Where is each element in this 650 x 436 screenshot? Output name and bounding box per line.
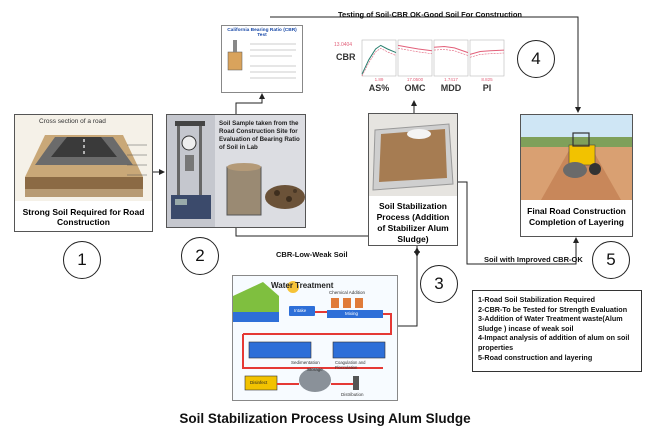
graph-value-4: 8.825 <box>481 77 493 82</box>
label-storage: Storage <box>307 367 323 372</box>
graph-value-3: 1.7417 <box>444 77 458 82</box>
step-circle-1: 1 <box>63 241 101 279</box>
label-chemical: Chemical Addition <box>329 290 366 295</box>
graph-name-4: PI <box>482 83 492 93</box>
improved-soil-label: Soil with Improved CBR-OK <box>484 255 583 264</box>
label-distribution: Distribution <box>341 392 364 397</box>
graph-bound-1 <box>361 47 397 77</box>
stabilization-caption: Soil Stabilization Process (Addition of … <box>376 201 450 244</box>
label-coagulation: Coagulation and Flocculation <box>335 360 366 370</box>
road-cross-section-image <box>15 115 152 201</box>
step-circle-5: 5 <box>592 241 630 279</box>
arrow-weak-soil <box>235 228 420 257</box>
water-treatment-panel: Water Treatment Chemical Addition Intake… <box>232 275 398 401</box>
top-flow-label: Testing of Soil-CBR OK-Good Soil For Con… <box>338 10 523 19</box>
graph-bound-4 <box>469 52 505 58</box>
cbr-machine-photo <box>167 115 305 227</box>
lab-test-panel: Soil Sample taken from the Road Construc… <box>166 114 306 228</box>
arrow-lab-to-cbr-sheet <box>235 93 265 114</box>
water-treatment-title: Water Treatment <box>271 281 334 290</box>
graph-name-3: MDD <box>440 83 462 93</box>
cbr-sheet-diagram <box>227 40 296 79</box>
arrow-improved-soil <box>458 181 579 265</box>
road-roller-photo <box>521 115 632 200</box>
legend-item-4: 4-Impact analysis of addition of alum on… <box>478 333 630 352</box>
final-road-panel: Final Road Construction Completion of La… <box>520 114 633 237</box>
step-circle-4: 4 <box>517 40 555 78</box>
graph-frame-3 <box>433 39 469 77</box>
label-sedimentation: Sedimentation <box>291 360 320 365</box>
graph-frame-2 <box>397 39 433 77</box>
graph-frame-1 <box>361 39 397 77</box>
step-circle-2: 2 <box>181 237 219 275</box>
legend-item-2: 2-CBR-To be Tested for Strength Evaluati… <box>478 304 628 314</box>
road-caption: Strong Soil Required for Road Constructi… <box>22 207 145 227</box>
label-mixing: Mixing <box>345 311 359 316</box>
water-treatment-diagram <box>233 276 397 400</box>
road-inset-label: Cross section of a road <box>39 118 106 125</box>
label-disinfect: Disinfect <box>250 380 268 385</box>
graph-value-2: 17.0500 <box>406 77 424 82</box>
graph-curve-1 <box>361 44 397 75</box>
arrow-top-testing-flow <box>270 16 581 113</box>
page-title: Soil Stabilization Process Using Alum Sl… <box>179 411 471 426</box>
soil-tray-photo <box>369 114 457 196</box>
label-intake: Intake <box>294 308 307 313</box>
legend-item-1: 1-Road Soil Stabilization Required <box>478 295 596 304</box>
graph-name-1: AS% <box>368 83 390 93</box>
property-graph <box>361 39 505 77</box>
graph-ylabel: CBR <box>336 52 356 62</box>
graph-value-1: 1.89 <box>374 77 384 82</box>
graph-curve-2 <box>397 44 433 52</box>
graph-name-2: OMC <box>404 83 426 93</box>
graph-curve-3 <box>433 45 469 54</box>
stabilization-panel: Soil Stabilization Process (Addition of … <box>368 113 458 246</box>
final-road-caption: Final Road Construction Completion of La… <box>527 206 626 227</box>
graph-curve-4 <box>469 49 505 55</box>
graph-top-value: 13.0404 <box>334 42 353 48</box>
arrow-water-to-stabilization <box>398 247 420 327</box>
step-circle-3: 3 <box>420 265 458 303</box>
legend-item-5: 5-Road construction and layering <box>478 352 593 362</box>
legend-item-3: 3-Addition of Water Treatment waste(Alum… <box>478 314 623 333</box>
graph-frame-4 <box>469 39 505 77</box>
cbr-test-sheet: California Bearing Ratio (CBR) Test <box>221 25 303 93</box>
legend-box: 1-Road Soil Stabilization Required 2-CBR… <box>472 290 642 372</box>
lab-panel-text: Soil Sample taken from the Road Construc… <box>219 120 300 151</box>
graph-bound-3 <box>433 49 469 56</box>
weak-soil-label: CBR-Low-Weak Soil <box>276 250 348 259</box>
road-cross-section-panel: Cross section of a road Strong Soil Requ… <box>14 114 153 232</box>
cbr-sheet-title: California Bearing Ratio (CBR) Test <box>227 28 297 38</box>
graph-bound-2 <box>397 48 433 54</box>
